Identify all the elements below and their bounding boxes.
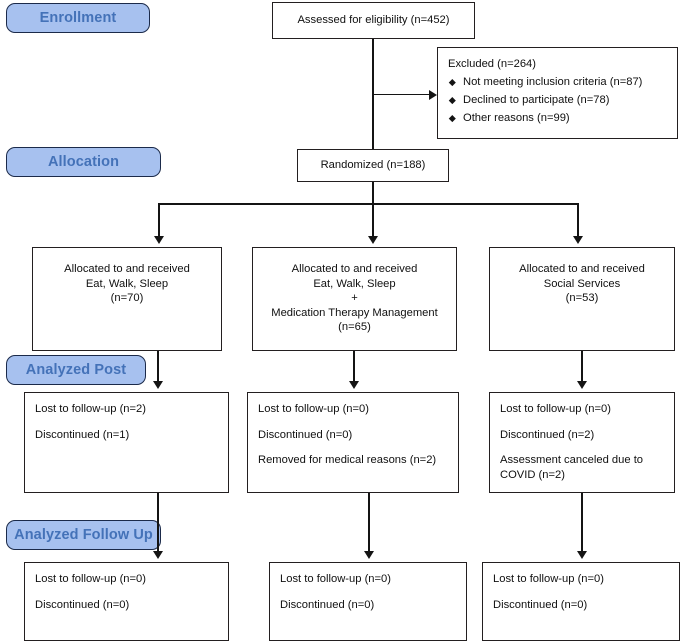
excluded-box: Excluded (n=264) Not meeting inclusion c… [437,47,678,139]
allocation-box-arm-1: Allocated to and received Eat, Walk, Sle… [32,247,222,351]
excluded-reason-text: Other reasons (n=99) [463,111,570,124]
stage-label-analyzed-follow-up: Analyzed Follow Up [6,520,161,550]
connector-split-drop-left [158,203,160,239]
assessed-for-eligibility-text: Assessed for eligibility (n=452) [297,14,450,27]
excluded-reason-text: Not meeting inclusion criteria (n=87) [463,75,643,88]
analyzed-follow-up-arm-1-line: Discontinued (n=0) [35,598,130,611]
connector-post2-to-followup2 [368,493,370,553]
connector-alloc3-to-post3-arrowhead [577,381,587,389]
analyzed-post-arm-3-line: Lost to follow-up (n=0) [500,403,612,415]
analyzed-post-box-arm-2: Lost to follow-up (n=0) Discontinued (n=… [247,392,459,493]
stage-label-allocation-text: Allocation [47,153,120,170]
analyzed-post-arm-1-line: Lost to follow-up (n=2) [35,403,147,415]
allocation-arm-3-line: (n=53) [565,292,599,305]
excluded-reason-text: Declined to participate (n=78) [463,93,610,106]
randomized-text: Randomized (n=188) [320,159,426,172]
connector-alloc1-to-post1-arrowhead [153,381,163,389]
diamond-bullet-icon [449,96,456,104]
allocation-arm-3-line: Allocated to and received [519,263,645,275]
analyzed-follow-up-box-arm-3: Lost to follow-up (n=0) Discontinued (n=… [482,562,680,641]
connector-split-drop-middle [372,203,374,239]
stage-label-analyzed-follow-up-text: Analyzed Follow Up [14,526,153,543]
analyzed-follow-up-arm-2-line: Lost to follow-up (n=0) [280,573,392,585]
connector-alloc2-to-post2-arrowhead [349,381,359,389]
analyzed-follow-up-arm-3-line: Lost to follow-up (n=0) [493,573,605,585]
excluded-reason-item: Not meeting inclusion criteria (n=87) [448,75,667,90]
allocation-arm-2-line: (n=65) [338,321,371,334]
connector-randomized-stem [372,182,374,204]
stage-label-enrollment-text: Enrollment [39,9,117,26]
analyzed-post-arm-3-line: Discontinued (n=2) [500,428,595,441]
analyzed-post-arm-2-line: Discontinued (n=0) [258,428,353,441]
connector-split-arrowhead-middle [368,236,378,244]
connector-split-arrowhead-right [573,236,583,244]
excluded-reason-item: Other reasons (n=99) [448,111,667,126]
connector-split-arrowhead-left [154,236,164,244]
connector-post3-to-followup3 [581,493,583,553]
allocation-arm-2-line: Allocated to and received [291,263,418,275]
analyzed-post-arm-2-line: Lost to follow-up (n=0) [258,403,370,415]
stage-label-analyzed-post-text: Analyzed Post [25,361,127,378]
analyzed-follow-up-arm-3-line: Discontinued (n=0) [493,598,588,611]
stage-label-allocation: Allocation [6,147,161,177]
connector-post3-to-followup3-arrowhead [577,551,587,559]
allocation-arm-1-line: (n=70) [110,292,144,305]
connector-split-bar [158,203,578,205]
excluded-reason-list: Not meeting inclusion criteria (n=87) De… [448,75,667,126]
allocation-arm-2-line: + [351,292,358,305]
analyzed-post-arm-2-line: Removed for medical reasons (n=2) [258,454,437,467]
allocation-box-arm-3: Allocated to and received Social Service… [489,247,675,351]
allocation-arm-1-line: Allocated to and received [64,263,190,275]
analyzed-follow-up-arm-1-line: Lost to follow-up (n=0) [35,573,147,585]
analyzed-follow-up-arm-2-line: Discontinued (n=0) [280,598,375,611]
stage-label-enrollment: Enrollment [6,3,150,33]
connector-post1-to-followup1-arrowhead [153,551,163,559]
analyzed-post-box-arm-1: Lost to follow-up (n=2) Discontinued (n=… [24,392,229,493]
allocation-arm-2-line: Medication Therapy Management [271,306,438,319]
analyzed-post-arm-3-line: Assessment canceled due to COVID (n=2) [500,454,644,481]
connector-assessed-to-excluded [372,93,430,96]
randomized-box: Randomized (n=188) [297,149,449,182]
allocation-arm-3-line: Social Services [543,277,621,290]
diamond-bullet-icon [449,78,456,86]
analyzed-follow-up-box-arm-1: Lost to follow-up (n=0) Discontinued (n=… [24,562,229,641]
allocation-arm-1-line: Eat, Walk, Sleep [85,277,169,290]
connector-post1-to-followup1 [157,493,159,553]
analyzed-follow-up-box-arm-2: Lost to follow-up (n=0) Discontinued (n=… [269,562,467,641]
allocation-box-arm-2: Allocated to and received Eat, Walk, Sle… [252,247,457,351]
excluded-reason-item: Declined to participate (n=78) [448,93,667,108]
connector-split-drop-right [577,203,579,239]
assessed-for-eligibility-box: Assessed for eligibility (n=452) [272,2,475,39]
analyzed-post-arm-1-line: Discontinued (n=1) [35,428,130,441]
connector-post2-to-followup2-arrowhead [364,551,374,559]
excluded-heading: Excluded (n=264) [448,58,537,70]
diamond-bullet-icon [449,114,456,122]
connector-alloc2-to-post2 [353,351,355,383]
connector-alloc1-to-post1 [157,351,159,383]
connector-alloc3-to-post3 [581,351,583,383]
allocation-arm-2-line: Eat, Walk, Sleep [313,277,396,290]
stage-label-analyzed-post: Analyzed Post [6,355,146,385]
connector-excluded-arrowhead [429,89,437,100]
analyzed-post-box-arm-3: Lost to follow-up (n=0) Discontinued (n=… [489,392,675,493]
